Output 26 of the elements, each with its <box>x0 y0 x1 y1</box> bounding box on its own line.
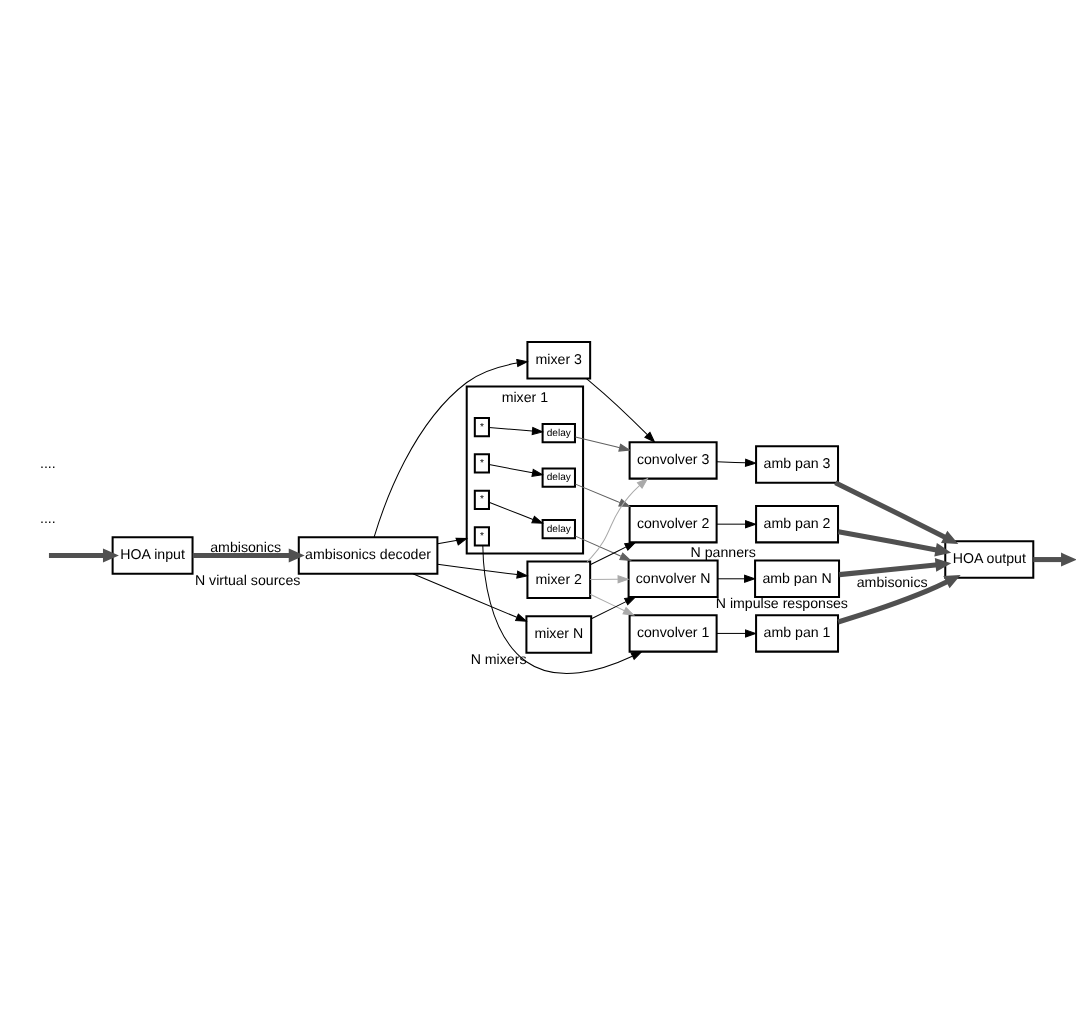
arrow <box>589 541 637 566</box>
arrow <box>437 537 469 546</box>
arrow <box>834 480 959 545</box>
arrow <box>716 519 758 529</box>
arrow <box>837 529 952 557</box>
arrow <box>48 548 119 563</box>
arrow <box>412 573 528 622</box>
arrow <box>192 548 305 563</box>
arrow <box>839 557 952 578</box>
arrow <box>574 535 632 562</box>
arrow <box>589 575 630 584</box>
arrow <box>488 464 545 477</box>
arrow <box>482 545 644 675</box>
arrow <box>585 378 656 444</box>
arrow <box>436 563 529 579</box>
arrow <box>574 436 631 452</box>
arrow <box>373 358 529 538</box>
arrow <box>488 426 545 436</box>
arrow <box>586 477 649 563</box>
arrow <box>837 574 961 625</box>
arrow <box>716 629 758 638</box>
arrow <box>1033 552 1076 567</box>
arrow <box>717 574 757 584</box>
arrow <box>574 483 631 508</box>
arrow <box>488 501 544 524</box>
arrow <box>716 458 758 468</box>
